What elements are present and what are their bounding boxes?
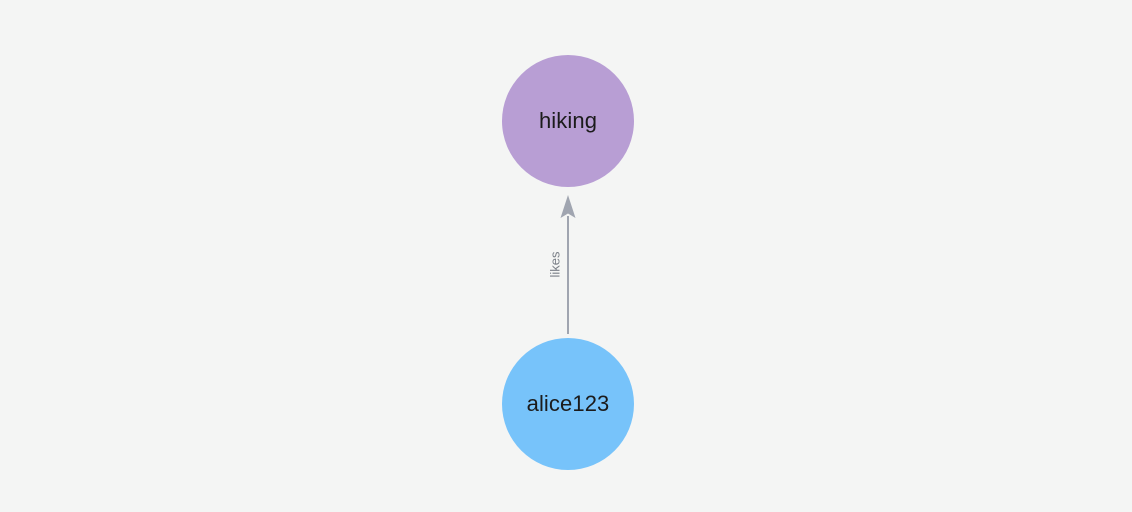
edge-label-likes: likes <box>547 251 563 278</box>
node-label: alice123 <box>526 391 610 416</box>
edge-alice123-likes-hiking[interactable] <box>560 195 576 334</box>
node-label: hiking <box>538 108 598 133</box>
arrow-up-icon <box>560 195 576 218</box>
graph-node-alice123[interactable]: alice123 <box>502 338 634 470</box>
graph-node-hiking[interactable]: hiking <box>502 55 634 187</box>
